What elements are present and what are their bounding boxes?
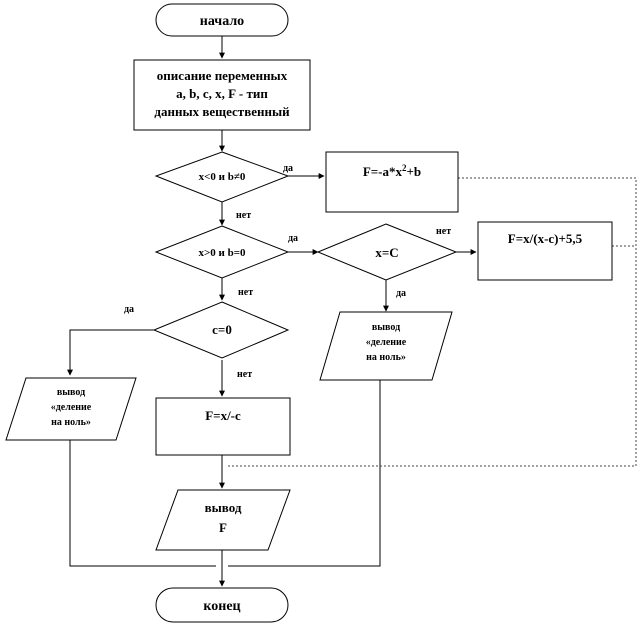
process-2: F=x/(x-c)+5,5 (477, 221, 613, 281)
declare-block: описание переменных a, b, c, x, F - тип … (133, 59, 311, 131)
output-middle-line-2: «деление (366, 337, 407, 348)
decision-4-no: нет (237, 369, 252, 380)
output-left: вывод «деление на ноль» (5, 377, 137, 441)
output-left-line-3: на ноль» (51, 417, 91, 428)
process-1: F=-a*x2+b (325, 151, 459, 213)
decision-3: x=C (316, 223, 458, 281)
decision-2-yes: да (288, 233, 298, 244)
decision-4-label: c=0 (212, 322, 232, 337)
decision-2-no: нет (238, 287, 253, 298)
output-f-line-1: вывод (205, 500, 242, 515)
decision-4-yes: да (124, 304, 134, 315)
decision-1-no: нет (236, 210, 251, 221)
output-f: вывод F (155, 489, 291, 551)
decision-2: x>0 и b=0 (154, 225, 290, 279)
process-3-label: F=x/-c (205, 408, 241, 423)
output-middle: вывод «деление на ноль» (319, 311, 453, 381)
decision-3-no: нет (436, 226, 451, 237)
start-label: начало (200, 14, 244, 29)
output-left-line-1: вывод (57, 387, 85, 398)
output-f-line-2: F (219, 520, 227, 535)
return-lines (228, 177, 637, 467)
output-middle-line-1: вывод (372, 322, 400, 333)
connectors (67, 36, 477, 587)
decision-2-label: x>0 и b=0 (199, 247, 246, 259)
output-left-line-2: «деление (51, 402, 92, 413)
decision-1: x<0 и b≠0 (154, 151, 290, 203)
declare-line-3: данных вещественный (154, 104, 290, 119)
decision-3-label: x=C (375, 245, 398, 260)
start-terminal: начало (155, 3, 289, 37)
process-2-label: F=x/(x-c)+5,5 (508, 231, 583, 246)
process-3: F=x/-c (155, 397, 291, 456)
decision-1-yes: да (283, 163, 293, 174)
declare-line-2: a, b, c, x, F - тип (176, 86, 268, 101)
decision-4: c=0 (152, 301, 290, 359)
process-1-label: F=-a*x2+b (363, 163, 421, 179)
output-middle-line-3: на ноль» (366, 352, 406, 363)
end-terminal: конец (155, 587, 289, 623)
decision-1-label: x<0 и b≠0 (199, 171, 246, 183)
declare-line-1: описание переменных (157, 68, 288, 83)
decision-3-yes: да (396, 288, 406, 299)
end-label: конец (203, 599, 240, 614)
